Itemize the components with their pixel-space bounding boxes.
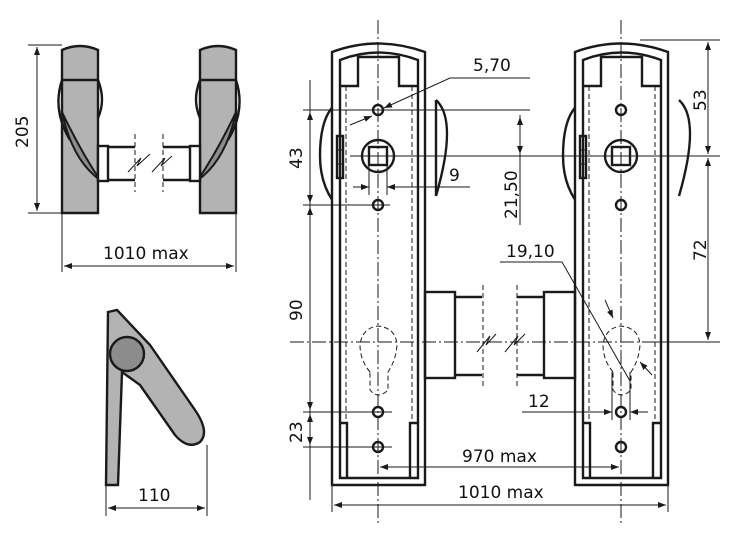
dimension-110: 110	[138, 486, 170, 506]
cylinder-spindle	[423, 285, 577, 388]
dimension-12: 12	[528, 392, 550, 412]
top-view-handles	[28, 44, 241, 272]
side-view-lever	[104, 308, 208, 516]
dimension-72: 72	[691, 239, 711, 261]
front-view-left-plate	[318, 20, 449, 525]
dimension-970-max: 970 max	[462, 447, 537, 467]
dimension-90: 90	[287, 299, 307, 321]
dimension-1010-max-front: 1010 max	[458, 483, 544, 503]
dimension-1010-max-top: 1010 max	[103, 244, 189, 264]
dimension-5-70: 5,70	[473, 56, 511, 76]
dimension-23: 23	[287, 421, 307, 443]
dimension-53: 53	[691, 89, 711, 111]
dimension-19-10: 19,10	[506, 242, 555, 262]
front-view-dimension-lines	[290, 39, 720, 512]
dimension-43: 43	[287, 147, 307, 169]
dimension-9: 9	[449, 166, 460, 186]
dimension-205: 205	[13, 116, 33, 148]
front-view-right-plate	[561, 20, 692, 525]
dimension-21-50: 21,50	[502, 170, 522, 219]
